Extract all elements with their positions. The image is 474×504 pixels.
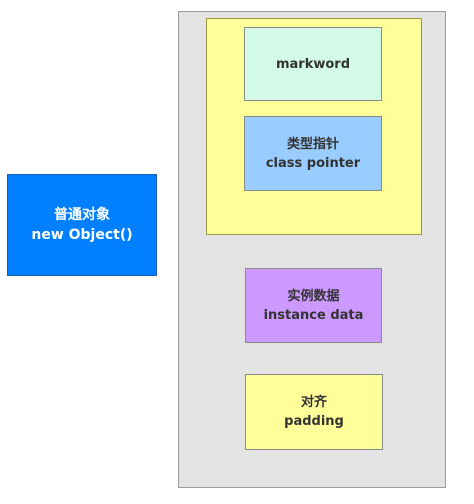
class-pointer-label-en: class pointer	[265, 155, 361, 171]
padding-node: 对齐 padding	[245, 374, 383, 450]
class-pointer-node: 类型指针 class pointer	[244, 116, 382, 191]
class-pointer-label-zh: 类型指针	[286, 136, 339, 152]
ordinary-object-label-en: new Object()	[31, 227, 133, 243]
markword-node: markword	[244, 27, 382, 101]
instance-data-label-en: instance data	[263, 307, 364, 323]
padding-label-en: padding	[284, 414, 344, 429]
instance-data-node: 实例数据 instance data	[245, 268, 382, 343]
markword-label: markword	[275, 56, 351, 72]
ordinary-object-label-zh: 普通对象	[54, 207, 110, 223]
instance-data-label-zh: 实例数据	[287, 288, 340, 304]
ordinary-object-node: 普通对象 new Object()	[7, 174, 157, 276]
padding-label-zh: 对齐	[300, 395, 327, 410]
